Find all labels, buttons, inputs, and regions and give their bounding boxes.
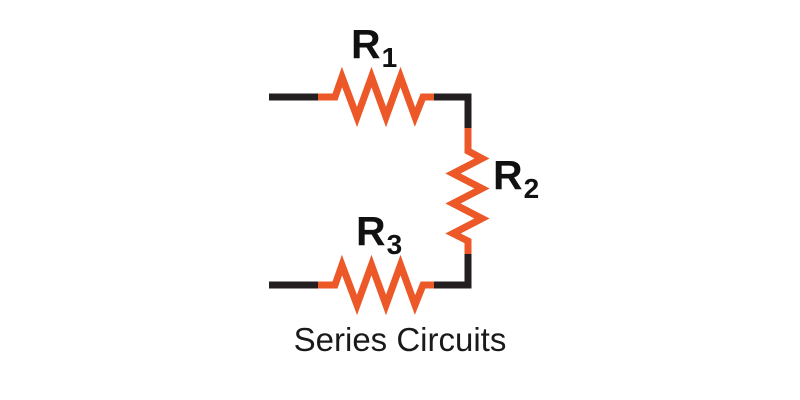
resistor-label-r1-subscript: 1 — [381, 42, 398, 73]
resistor-label-r2: R2 — [493, 152, 539, 203]
wire-top-right-corner — [431, 93, 472, 131]
resistor-label-r1-letter: R — [351, 21, 381, 67]
wire-bottom-right-corner — [431, 251, 472, 289]
resistor-r1-zigzag — [318, 66, 434, 128]
resistor-label-r2-letter: R — [493, 152, 523, 198]
resistor-r2-zigzag — [445, 128, 490, 254]
resistor-label-r3-subscript: 3 — [386, 229, 403, 260]
resistor-r3-zigzag — [318, 254, 434, 316]
resistor-label-r3-letter: R — [356, 208, 386, 254]
resistor-label-r2-subscript: 2 — [523, 173, 540, 204]
resistor-label-r1: R1 — [351, 21, 397, 72]
diagram-caption: Series Circuits — [293, 321, 507, 358]
resistor-label-r3: R3 — [356, 208, 402, 259]
